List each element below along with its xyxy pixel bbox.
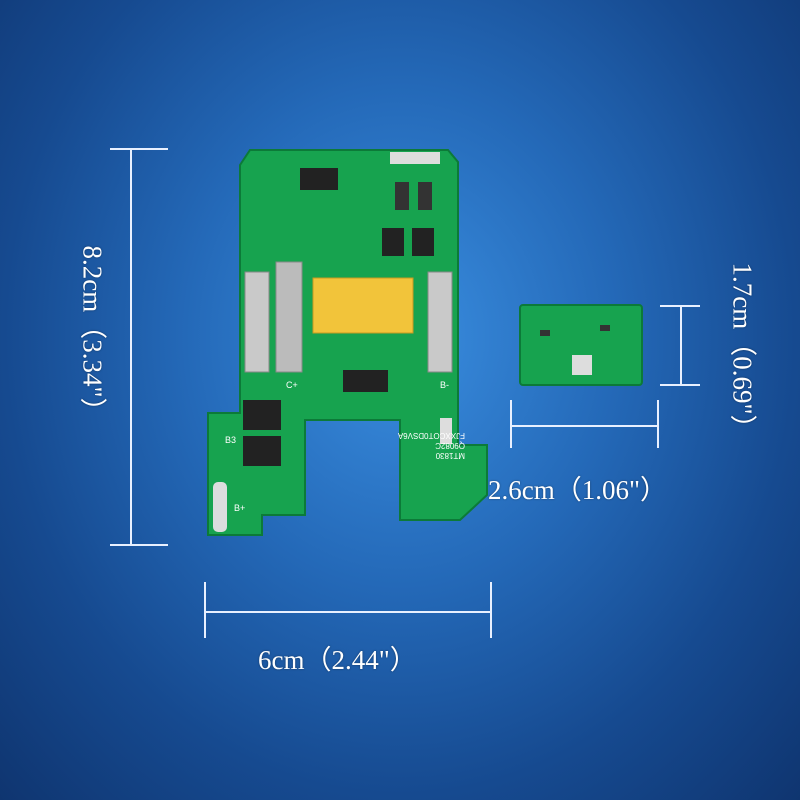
pcb-label-b-plus: B+	[234, 503, 246, 513]
small-height-label: 1.7cm（0.69"）	[727, 262, 758, 442]
main-height-label: 8.2cm（3.34"）	[77, 245, 108, 425]
small-height-line	[680, 305, 682, 385]
main-pcb	[207, 149, 488, 536]
pcb-label-c-plus: C+	[286, 380, 298, 390]
height-tick-bottom	[110, 544, 168, 546]
yellow-connector	[312, 277, 414, 334]
pcb-silkscreen: MT1830 Q9082C FJXXCOT0DSV6A	[397, 431, 465, 460]
small-width-label: 2.6cm（1.06"）	[488, 475, 668, 505]
width-tick-left	[204, 582, 206, 638]
height-tick-top	[110, 148, 168, 150]
main-width-label: 6cm（2.44"）	[258, 645, 417, 675]
pcb-label-b-minus: B-	[440, 380, 449, 390]
width-tick-right	[490, 582, 492, 638]
height-dimension-line	[130, 148, 132, 545]
pcb-label-b3-text: B3	[225, 435, 237, 445]
small-height-tick-bottom	[660, 384, 700, 386]
small-width-tick-left	[510, 400, 512, 448]
small-pcb	[519, 304, 643, 386]
small-width-tick-right	[657, 400, 659, 448]
small-height-tick-top	[660, 305, 700, 307]
small-width-line	[510, 425, 658, 427]
width-dimension-line	[204, 611, 492, 613]
